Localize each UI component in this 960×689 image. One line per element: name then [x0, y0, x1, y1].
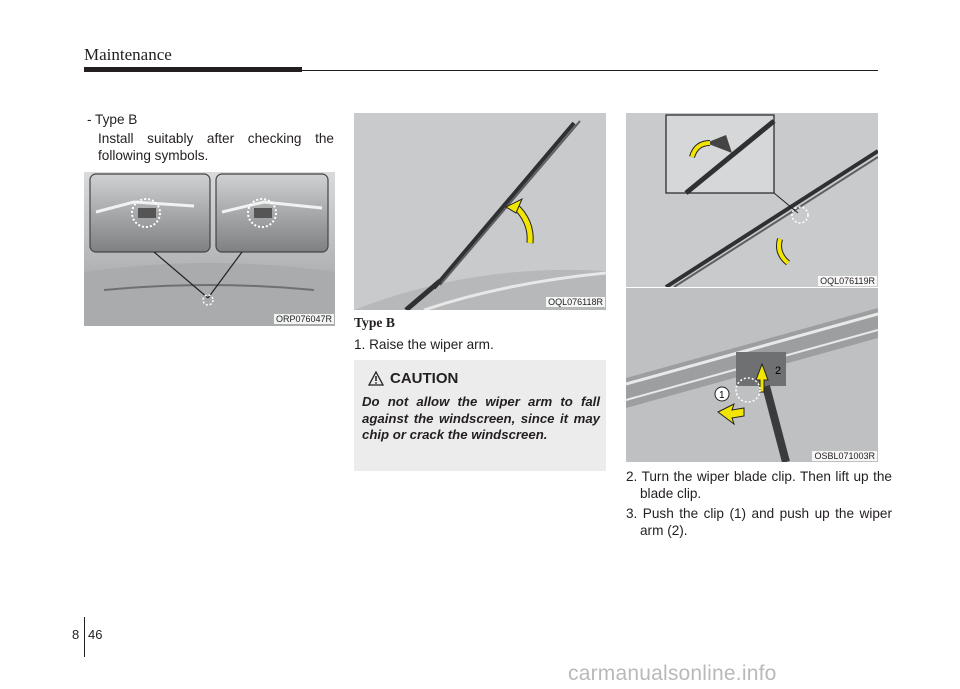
install-instruction: Install suitably after checking the foll… [98, 131, 334, 163]
type-b-label: - Type B [87, 112, 138, 127]
chapter-number: 8 [72, 627, 80, 642]
caution-title: CAUTION [390, 370, 459, 387]
step-1: 1. Raise the wiper arm. [354, 337, 494, 352]
rear-window-illustration [84, 172, 335, 326]
caution-text: Do not allow the wiper arm to fall again… [362, 394, 600, 443]
wiper-arm-illustration [354, 113, 606, 310]
blade-clip-illustration [626, 113, 878, 287]
callout-1: 1 [719, 390, 725, 401]
warning-triangle-icon [368, 371, 384, 386]
figure-rear-wiper-symbols: ORP076047R [84, 172, 335, 326]
figure-push-clip: 1 2 OSBL071003R [626, 288, 878, 462]
type-b-heading: Type B [354, 315, 395, 330]
watermark: carmanualsonline.info [568, 662, 777, 685]
step-3: 3. Push the clip (1) and push up the wip… [626, 506, 892, 538]
figure-code: OQL076118R [546, 297, 605, 307]
callout-2: 2 [775, 365, 781, 377]
push-clip-illustration: 1 2 [626, 288, 878, 462]
header-rule-thin [302, 70, 878, 72]
caution-box [354, 360, 606, 471]
figure-wiper-blade-clip: OQL076119R [626, 113, 878, 287]
figure-code: ORP076047R [273, 314, 334, 324]
page-number: 46 [88, 627, 103, 642]
header-rule-thick [84, 67, 302, 72]
figure-raise-wiper-arm: OQL076118R [354, 113, 606, 310]
figure-code: OSBL071003R [812, 451, 877, 461]
section-title: Maintenance [84, 45, 172, 64]
step-2: 2. Turn the wiper blade clip. Then lift … [626, 469, 892, 501]
figure-code: OQL076119R [818, 276, 877, 286]
footer-divider [84, 617, 85, 657]
